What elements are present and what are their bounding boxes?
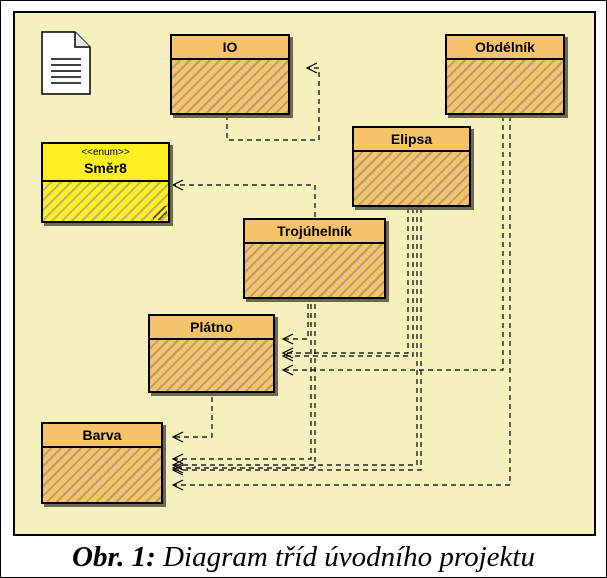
arrow-obdelnik-to-platno (283, 116, 504, 371)
arrow-platno-to-barva (173, 397, 213, 438)
arrow-elipsa-to-barva-2 (173, 208, 422, 471)
class-body (43, 448, 161, 502)
class-io[interactable]: IO (170, 34, 290, 115)
class-barva[interactable]: Barva (41, 422, 163, 504)
arrow-io-self (226, 67, 320, 141)
class-name: Plátno (150, 316, 273, 340)
arrow-elipsa-to-platno-1 (283, 208, 409, 354)
arrow-elipsa-to-platno-2 (283, 208, 414, 357)
arrow-trojuhelnik-to-barva-2 (173, 304, 316, 469)
arrowheads (171, 62, 318, 491)
class-name: Obdélník (447, 36, 563, 60)
class-body (354, 152, 469, 205)
enum-smer8[interactable]: <<enum>> Směr8 (41, 142, 170, 223)
class-diagram-canvas: IO Obdélník Elipsa <<enum>> Směr8 Trojúh… (13, 11, 596, 536)
dependency-arrows (171, 62, 511, 491)
enum-body (43, 182, 168, 221)
enum-stereotype: <<enum>> (81, 147, 130, 158)
class-name: Trojúhelník (245, 220, 384, 244)
enum-header: <<enum>> Směr8 (43, 144, 168, 182)
resize-handle-icon[interactable] (153, 206, 167, 220)
class-obdelnik[interactable]: Obdélník (445, 34, 565, 115)
arrow-elipsa-to-barva-1 (173, 208, 418, 466)
arrow-obdelnik-to-barva (173, 116, 511, 486)
class-trojuhelnik[interactable]: Trojúhelník (243, 218, 386, 299)
class-body (245, 244, 384, 297)
class-name: Elipsa (354, 128, 469, 152)
caption-text: Diagram tříd úvodního projektu (155, 541, 535, 573)
enum-name: Směr8 (84, 160, 127, 176)
arrow-trojuhelnik-to-smer8 (173, 184, 316, 217)
class-body (447, 60, 563, 113)
document-icon[interactable] (41, 31, 91, 95)
class-platno[interactable]: Plátno (148, 314, 275, 393)
arrow-trojuhelnik-to-platno (283, 304, 309, 340)
class-name: Barva (43, 424, 161, 448)
class-body (150, 340, 273, 391)
figure-caption: Obr. 1: Diagram tříd úvodního projektu (0, 538, 607, 576)
class-name: IO (172, 36, 288, 60)
class-body (172, 60, 288, 113)
caption-label: Obr. 1: (72, 541, 156, 573)
class-elipsa[interactable]: Elipsa (352, 126, 471, 207)
arrow-trojuhelnik-to-barva-1 (173, 304, 312, 460)
